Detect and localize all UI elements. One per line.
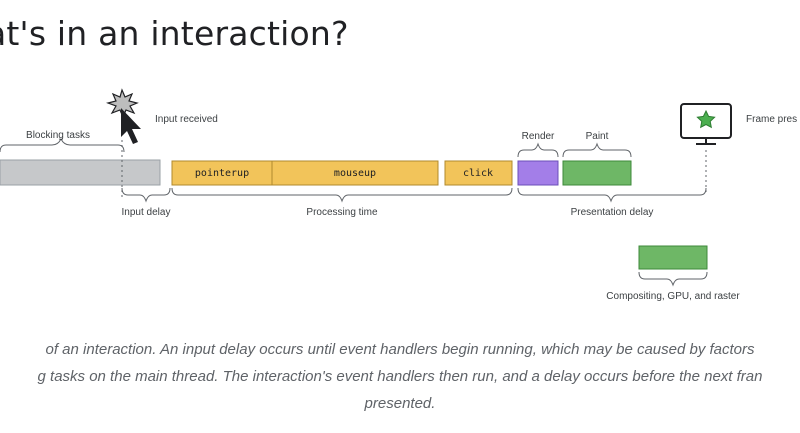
blocking-tasks-brace (0, 137, 125, 153)
event-click-bar (444, 160, 513, 186)
cursor-icon (121, 108, 141, 144)
frame-presented-label: Frame pres (746, 114, 797, 125)
input-delay-brace (121, 187, 171, 203)
caption-line-1: of an interaction. An input delay occurs… (45, 341, 755, 358)
event-mouseup-bar (271, 160, 439, 186)
presentation-delay-label: Presentation delay (571, 207, 654, 218)
star-icon (696, 109, 716, 129)
paint-brace (562, 142, 632, 158)
event-pointerup-bar (171, 160, 274, 186)
page-title: at's in an interaction? (0, 14, 349, 53)
presentation-delay-brace (517, 187, 707, 203)
interaction-diagram: Blocking tasks Input received pointerup … (0, 88, 797, 302)
blocking-task-bar (0, 159, 161, 186)
blocking-tasks-label: Blocking tasks (26, 130, 90, 141)
render-bar (517, 160, 559, 186)
compositing-bar (638, 245, 708, 270)
input-delay-label: Input delay (122, 207, 171, 218)
compositing-brace (638, 271, 708, 287)
event-click-label: click (463, 168, 493, 179)
processing-time-label: Processing time (306, 207, 378, 218)
event-mouseup-label: mouseup (334, 168, 376, 179)
caption-line-3: presented. (364, 395, 436, 412)
render-brace (517, 142, 559, 158)
paint-bar (562, 160, 632, 186)
render-label: Render (522, 131, 555, 142)
input-received-label: Input received (155, 114, 218, 125)
event-pointerup-label: pointerup (195, 168, 249, 179)
processing-time-brace (171, 187, 513, 203)
figure-caption: of an interaction. An input delay occurs… (0, 336, 800, 417)
paint-label: Paint (586, 131, 609, 142)
compositing-label: Compositing, GPU, and raster (606, 291, 740, 302)
caption-line-2: g tasks on the main thread. The interact… (37, 368, 763, 385)
